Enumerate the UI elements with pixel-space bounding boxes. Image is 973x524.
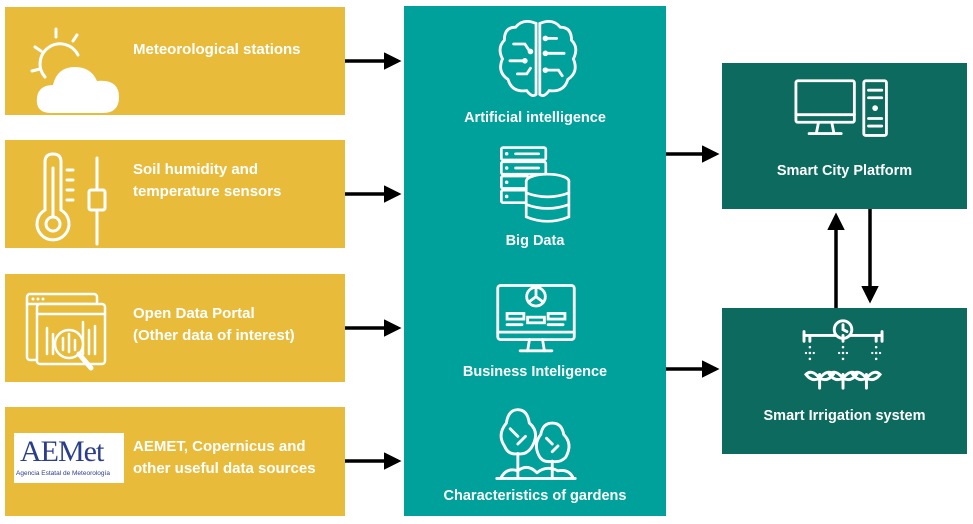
brain-circuit-icon xyxy=(498,19,578,98)
monitor-pie-chart-icon xyxy=(496,284,576,353)
source-label-aemet: AEMET, Copernicus and other useful data … xyxy=(133,438,316,477)
aemet-logo: AEMet Agencia Estatal de Meteorología xyxy=(14,433,124,483)
database-server-icon xyxy=(499,146,571,223)
source-box-meteorological: Meteorological stations xyxy=(5,7,345,115)
source-label-meteorological: Meteorological stations xyxy=(133,41,301,58)
output-box-irrigation: Smart Irrigation system xyxy=(722,308,967,454)
weather-sun-cloud-icon xyxy=(30,27,119,113)
output-label-smart-city: Smart City Platform xyxy=(776,163,913,179)
processing-box: Artificial intelligence Big Data xyxy=(404,6,666,516)
center-label-gardens: Characteristics of gardens xyxy=(443,488,627,504)
thermometer-sensor-icon xyxy=(35,152,107,246)
source-box-open-data: Open Data Portal (Other data of interest… xyxy=(5,274,345,382)
source-box-soil-sensors: Soil humidity and temperature sensors xyxy=(5,140,345,248)
center-label-big-data: Big Data xyxy=(505,233,565,249)
data-analysis-icon xyxy=(25,292,107,371)
source-label-open-data: Open Data Portal (Other data of interest… xyxy=(133,305,295,344)
center-label-ai: Artificial intelligence xyxy=(464,110,606,126)
trees-icon xyxy=(495,408,577,480)
sprinkler-plants-icon xyxy=(802,319,884,390)
center-label-bi: Business Inteligence xyxy=(462,364,608,380)
output-box-smart-city: Smart City Platform xyxy=(722,63,967,209)
output-label-irrigation: Smart Irrigation system xyxy=(763,408,926,424)
source-label-soil-sensors: Soil humidity and temperature sensors xyxy=(133,161,282,200)
desktop-computer-icon xyxy=(794,79,888,137)
